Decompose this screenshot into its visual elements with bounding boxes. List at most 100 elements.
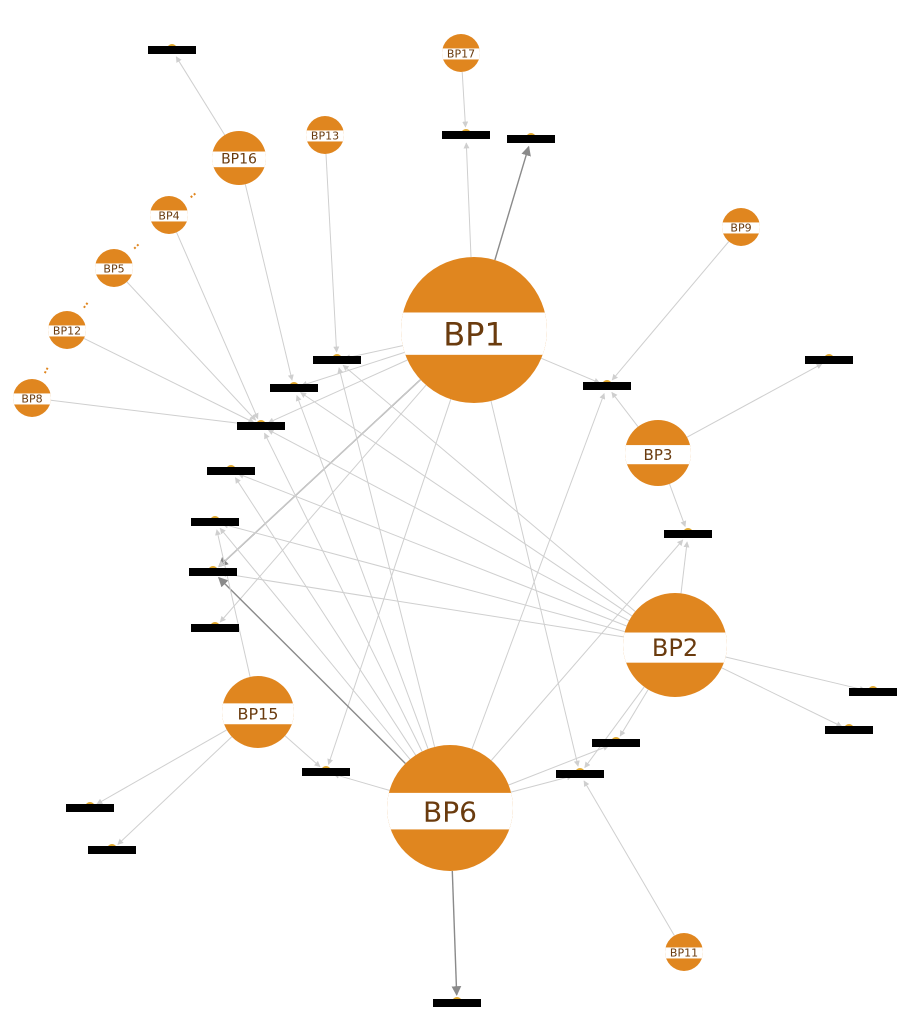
target-t13[interactable] (191, 622, 239, 632)
target-t16[interactable] (302, 766, 350, 776)
edge-bp8-t8 (50, 399, 254, 428)
edge-bp12-t8 (83, 337, 255, 423)
target-bar (66, 804, 114, 812)
target-t23[interactable] (433, 997, 481, 1007)
edge-bp13-t4 (325, 153, 340, 353)
target-bar (88, 846, 136, 854)
connector-bp8-bp12 (43, 367, 49, 374)
target-bar (433, 999, 481, 1007)
target-bar (556, 770, 604, 778)
edge-bp15-t12 (215, 529, 251, 678)
target-bar (849, 688, 897, 696)
edge-bp16-t5 (244, 184, 294, 381)
node-bp8[interactable]: BP8 (13, 379, 51, 417)
node-bp3[interactable]: BP3 (625, 420, 691, 486)
edge-bp1-t20 (218, 379, 421, 568)
target-t9[interactable] (664, 528, 712, 538)
node-bp11[interactable]: BP11 (665, 933, 703, 971)
target-t3[interactable] (507, 133, 555, 143)
node-bp13[interactable]: BP13 (306, 116, 344, 154)
target-bar (664, 530, 712, 538)
target-bar (825, 726, 873, 734)
target-t18[interactable] (592, 737, 640, 747)
edge-bp6-t17 (510, 774, 573, 793)
edge-bp6-t11 (218, 576, 406, 764)
target-t5[interactable] (270, 382, 318, 392)
edge-bp1-t3 (494, 145, 531, 261)
target-t17[interactable] (556, 768, 604, 778)
edge-bp9-t6 (611, 241, 730, 381)
edge-bp6-t4 (337, 367, 436, 748)
target-t10[interactable] (207, 465, 255, 475)
target-t6[interactable] (583, 380, 631, 390)
targets-layer (66, 44, 897, 1007)
node-bp6[interactable]: BP6 (387, 745, 513, 871)
target-bar (191, 518, 239, 526)
edge-bp6-t18 (508, 745, 610, 786)
node-bp5[interactable]: BP5 (95, 249, 133, 287)
target-t21[interactable] (66, 802, 114, 812)
target-bar (442, 131, 490, 139)
edge-bp3-t6 (611, 391, 639, 428)
target-t15[interactable] (825, 724, 873, 734)
target-t2[interactable] (442, 129, 490, 139)
node-label: BP12 (53, 325, 81, 338)
edge-bp1-t8 (267, 359, 408, 424)
edge-bp6-t12 (219, 527, 411, 760)
edge-bp1-t13 (219, 384, 427, 623)
node-label: BP8 (21, 393, 42, 406)
edge-bp2-t12 (222, 522, 625, 633)
edge-bp16-t1 (175, 56, 226, 136)
edge-bp1-t5 (301, 351, 405, 387)
target-t22[interactable] (88, 844, 136, 854)
node-label: BP13 (311, 130, 339, 143)
node-bp9[interactable]: BP9 (722, 208, 760, 246)
node-bp17[interactable]: BP17 (442, 34, 480, 72)
node-label: BP1 (443, 315, 505, 353)
target-bar (583, 382, 631, 390)
node-bp2[interactable]: BP2 (623, 593, 727, 697)
node-band (222, 703, 294, 725)
edge-bp11-t17 (583, 780, 675, 936)
node-bp1[interactable]: BP1 (401, 257, 547, 403)
target-t8[interactable] (237, 420, 285, 430)
target-t11[interactable] (189, 566, 237, 576)
edge-bp6-t5 (295, 394, 429, 750)
connector-bp4-bp16 (190, 192, 197, 199)
edge-bp6-t8 (264, 432, 423, 752)
target-t12[interactable] (191, 516, 239, 526)
edge-bp2-t15 (721, 667, 843, 727)
edge-bp2-t11 (220, 571, 624, 638)
node-bp12[interactable]: BP12 (48, 311, 86, 349)
target-bar (207, 467, 255, 475)
node-label: BP6 (423, 795, 477, 828)
node-band (306, 130, 344, 142)
edge-bp6-t23 (451, 870, 462, 996)
node-band (95, 263, 133, 275)
target-t14[interactable] (849, 686, 897, 696)
node-bp4[interactable]: BP4 (150, 196, 188, 234)
node-band (48, 325, 86, 337)
target-t1[interactable] (148, 44, 196, 54)
node-label: BP2 (652, 634, 698, 662)
target-t7[interactable] (805, 354, 853, 364)
node-band (401, 312, 547, 355)
edge-bp1-t2 (463, 142, 472, 258)
target-bar (592, 739, 640, 747)
node-bp15[interactable]: BP15 (222, 676, 294, 748)
node-label: BP4 (158, 210, 179, 223)
edge-bp1-t6 (541, 357, 601, 384)
edge-bp3-t9 (669, 483, 687, 528)
target-t4[interactable] (313, 354, 361, 364)
node-label: BP9 (730, 222, 751, 235)
node-label: BP17 (447, 48, 475, 61)
edges-layer (43, 56, 866, 996)
node-band (13, 393, 51, 405)
target-bar (191, 624, 239, 632)
node-bp16[interactable]: BP16 (212, 131, 266, 185)
node-label: BP5 (103, 263, 124, 276)
target-bar (805, 356, 853, 364)
edge-bp6-t9 (490, 539, 684, 761)
node-label: BP3 (644, 446, 673, 464)
